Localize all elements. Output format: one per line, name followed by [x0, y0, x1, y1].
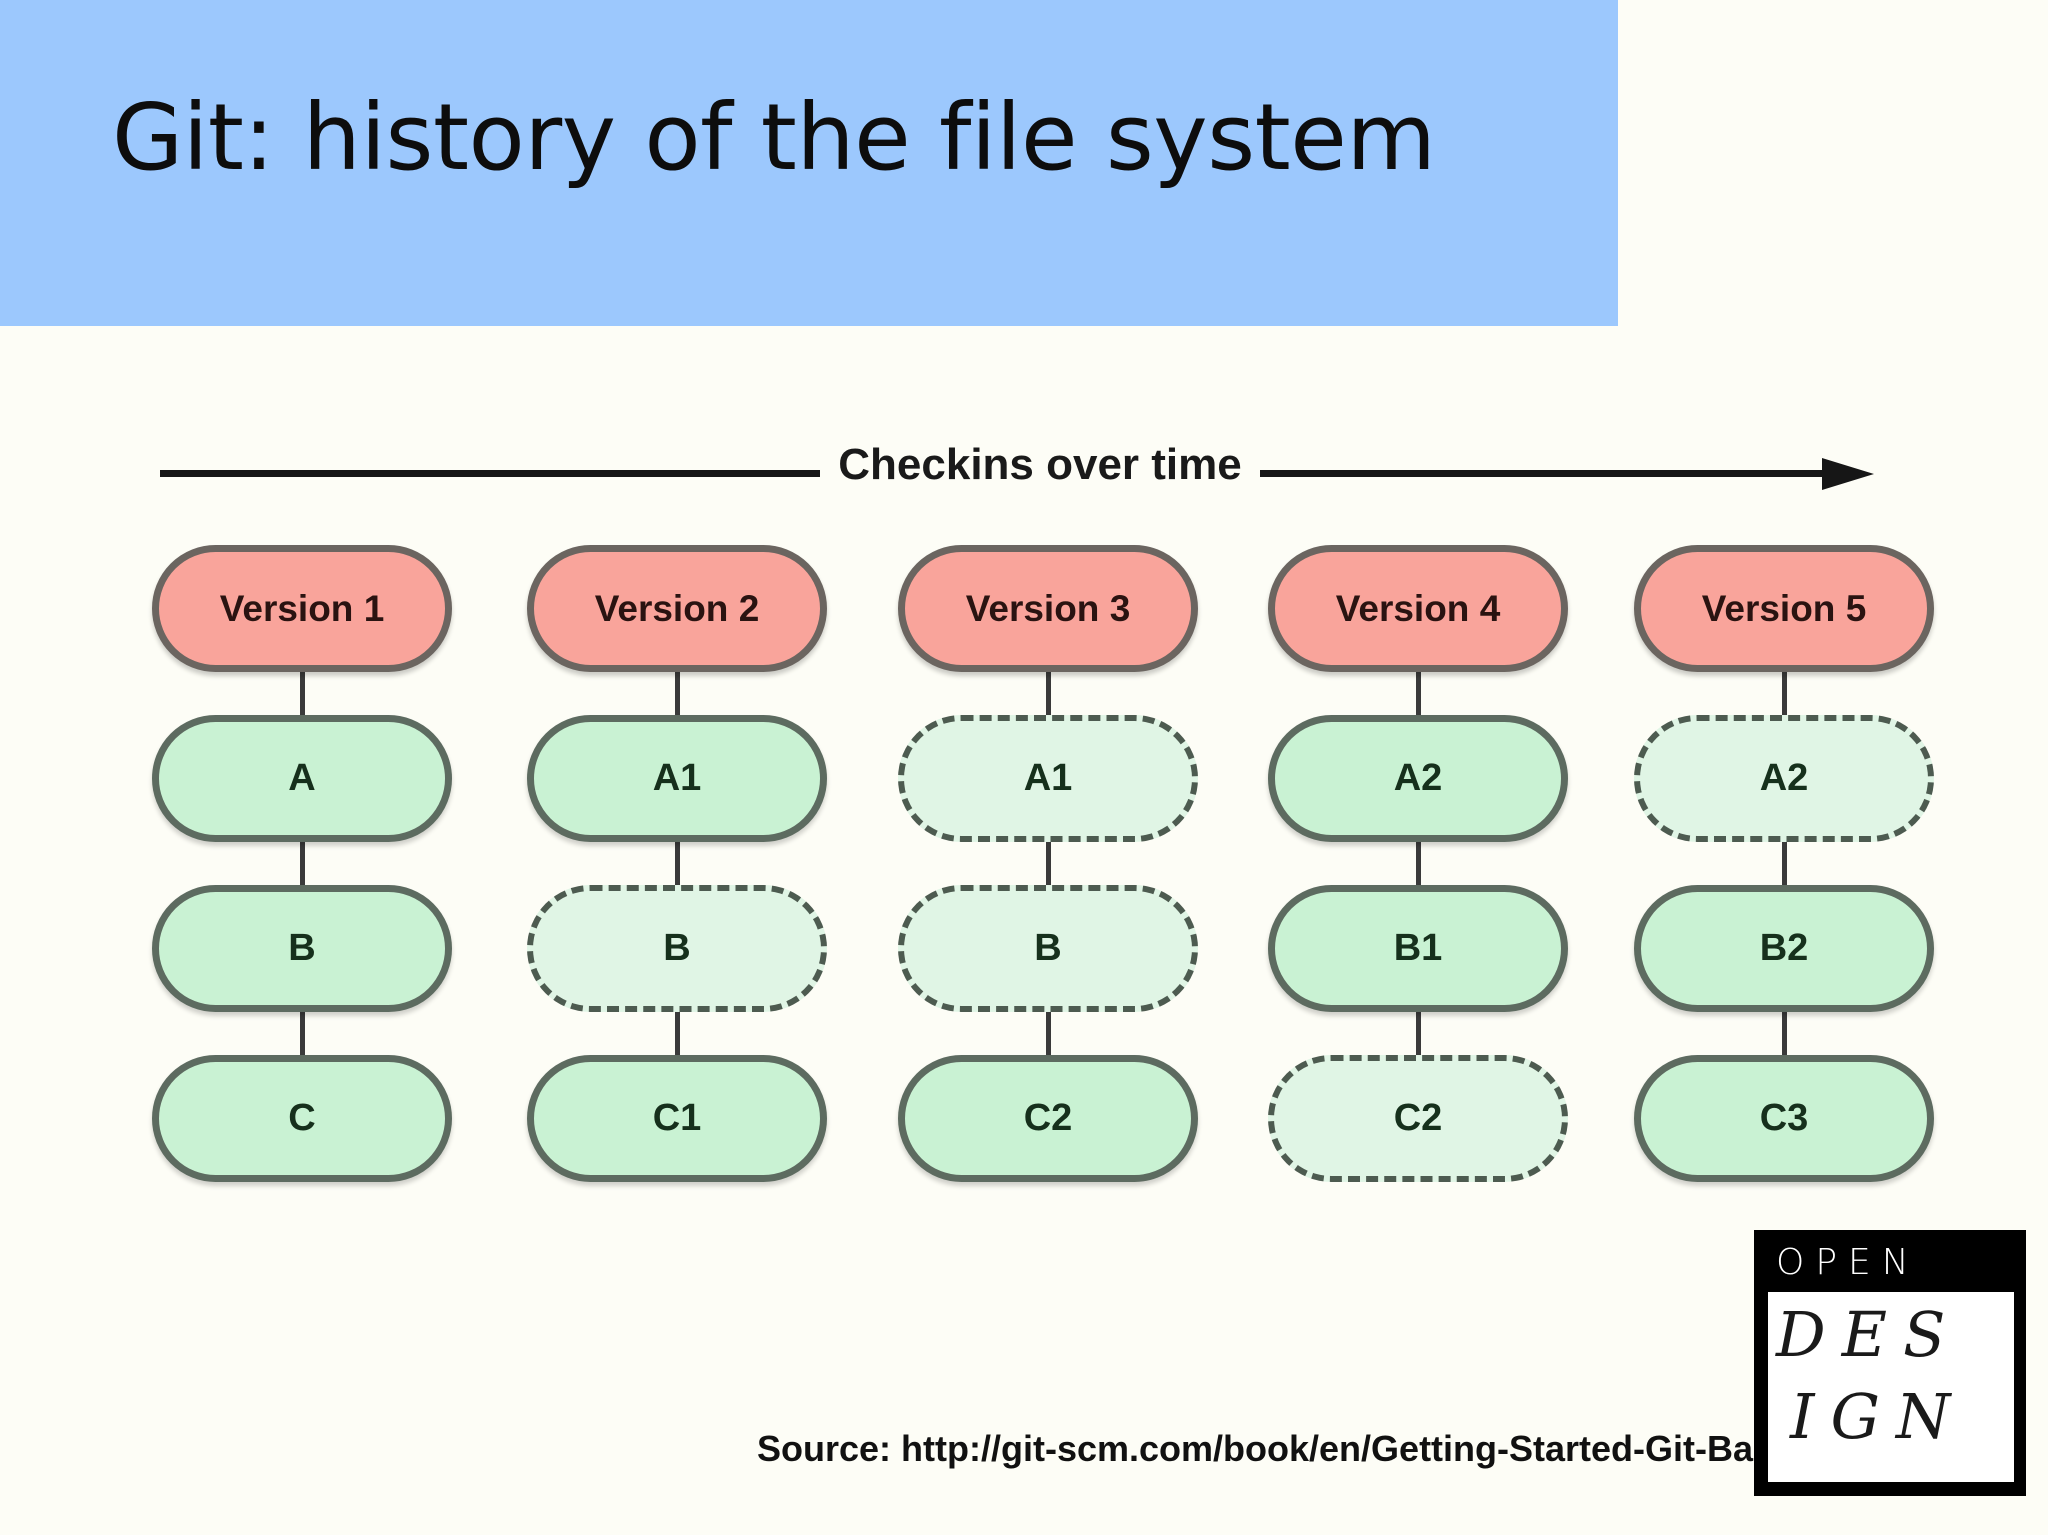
connector: [1415, 672, 1421, 715]
version-node[interactable]: Version 5: [1634, 545, 1934, 672]
connector: [1045, 842, 1051, 885]
version-node[interactable]: Version 2: [527, 545, 827, 672]
version-column-1: Version 1 A B C: [152, 545, 452, 1182]
timeline-label: Checkins over time: [838, 440, 1242, 489]
page-title: Git: history of the file system: [112, 84, 1436, 191]
arrow-right-icon: [1822, 458, 1874, 490]
source-caption: Source: http://git-scm.com/book/en/Getti…: [757, 1428, 1824, 1469]
connector: [1781, 672, 1787, 715]
connector: [299, 672, 305, 715]
version-node[interactable]: Version 1: [152, 545, 452, 672]
axis-line-right-segment: [1260, 470, 1830, 477]
logo-des-text: DES: [1776, 1298, 1962, 1371]
axis-line-left-segment: [160, 470, 820, 477]
file-node[interactable]: C: [152, 1055, 452, 1182]
file-node[interactable]: B: [152, 885, 452, 1012]
connector: [674, 672, 680, 715]
file-node-unchanged[interactable]: B: [898, 885, 1198, 1012]
logo-inner-panel: DES IGN: [1768, 1292, 2014, 1482]
file-node[interactable]: A2: [1268, 715, 1568, 842]
version-column-3: Version 3 A1 B C2: [898, 545, 1198, 1182]
file-node[interactable]: A: [152, 715, 452, 842]
file-node[interactable]: C2: [898, 1055, 1198, 1182]
connector: [674, 1012, 680, 1055]
file-node[interactable]: A1: [527, 715, 827, 842]
file-node[interactable]: C1: [527, 1055, 827, 1182]
connector: [1045, 672, 1051, 715]
version-column-4: Version 4 A2 B1 C2: [1268, 545, 1568, 1182]
connector: [1415, 842, 1421, 885]
connector: [299, 842, 305, 885]
file-node-unchanged[interactable]: A2: [1634, 715, 1934, 842]
file-node[interactable]: C3: [1634, 1055, 1934, 1182]
connector: [674, 842, 680, 885]
file-node-unchanged[interactable]: B: [527, 885, 827, 1012]
version-node[interactable]: Version 3: [898, 545, 1198, 672]
connector: [299, 1012, 305, 1055]
file-node-unchanged[interactable]: C2: [1268, 1055, 1568, 1182]
open-design-logo: OPEN DES IGN: [1754, 1230, 2026, 1496]
file-node[interactable]: B2: [1634, 885, 1934, 1012]
file-node[interactable]: B1: [1268, 885, 1568, 1012]
timeline-axis: Checkins over time: [160, 440, 1880, 510]
logo-ign-text: IGN: [1790, 1380, 1967, 1453]
logo-open-text: OPEN: [1776, 1241, 1920, 1283]
connector: [1415, 1012, 1421, 1055]
version-column-2: Version 2 A1 B C1: [527, 545, 827, 1182]
version-node[interactable]: Version 4: [1268, 545, 1568, 672]
file-node-unchanged[interactable]: A1: [898, 715, 1198, 842]
version-column-5: Version 5 A2 B2 C3: [1634, 545, 1934, 1182]
title-banner: Git: history of the file system: [0, 0, 1618, 326]
connector: [1045, 1012, 1051, 1055]
connector: [1781, 842, 1787, 885]
connector: [1781, 1012, 1787, 1055]
